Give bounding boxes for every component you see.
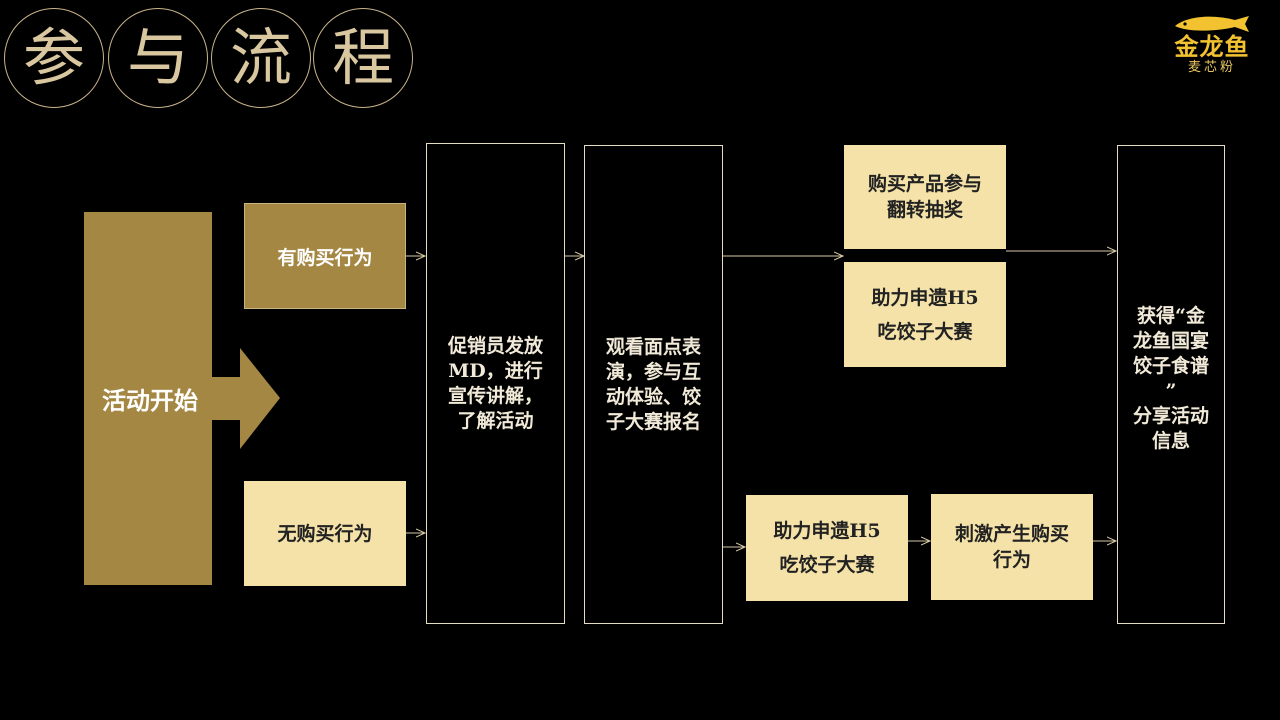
activity-start-label: 活动开始: [102, 386, 198, 415]
top-lottery-box: 购买产品参与 翻转抽奖: [844, 145, 1006, 249]
activity-start-block: 活动开始: [84, 212, 212, 585]
arowana-fish-icon: [1175, 16, 1249, 32]
start-arrow-shape: [210, 348, 280, 449]
top-h5-box: 助力申遗H5 吃饺子大赛: [844, 262, 1006, 367]
step-promoter-text: 促销员发放 MD，进行 宣传讲解， 了解活动: [447, 334, 543, 432]
step-final-text: 获得“金 龙鱼国宴 饺子食谱 ” 分享活动 信息: [1132, 305, 1209, 452]
top-h5-text: 助力申遗H5 吃饺子大赛: [871, 286, 979, 343]
bottom-stimulate-box: 刺激产生购买 行为: [931, 494, 1093, 600]
branch-no-purchase-label: 无购买行为: [277, 522, 373, 545]
step-promoter-box: 促销员发放 MD，进行 宣传讲解， 了解活动: [426, 143, 565, 624]
bottom-h5-box: 助力申遗H5 吃饺子大赛: [746, 495, 908, 601]
branch-purchase-label: 有购买行为: [277, 246, 373, 269]
logo-brand-text: 金龙鱼: [1174, 33, 1250, 61]
branch-no-purchase-box: 无购买行为: [244, 481, 406, 586]
step-final-box: 获得“金 龙鱼国宴 饺子食谱 ” 分享活动 信息: [1117, 145, 1225, 624]
brand-logo: 金龙鱼 麦芯粉: [1164, 12, 1260, 76]
logo-subtitle: 麦芯粉: [1187, 60, 1236, 75]
title-char-2: 与: [108, 8, 208, 108]
step-watch-text: 观看面点表 演，参与互 动体验、饺 子大赛报名: [605, 335, 701, 433]
bottom-h5-text: 助力申遗H5 吃饺子大赛: [773, 520, 881, 576]
title-char-4: 程: [313, 8, 413, 108]
bottom-stimulate-text: 刺激产生购买 行为: [954, 523, 1069, 571]
branch-purchase-box: 有购买行为: [244, 203, 406, 309]
title-char-3: 流: [211, 8, 311, 108]
title-char-1: 参: [4, 8, 104, 108]
step-watch-box: 观看面点表 演，参与互 动体验、饺 子大赛报名: [584, 145, 723, 624]
top-lottery-text: 购买产品参与 翻转抽奖: [867, 173, 982, 221]
